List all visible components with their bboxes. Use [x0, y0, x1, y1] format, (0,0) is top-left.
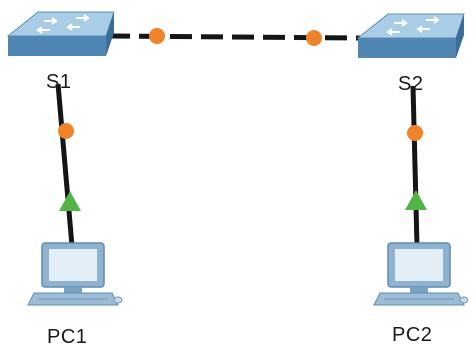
device-label-pc1: PC1: [47, 326, 88, 348]
switch-s2[interactable]: [356, 13, 465, 58]
link-s1-pc1[interactable]: [55, 83, 75, 247]
pc-pc2[interactable]: [373, 242, 469, 306]
switch-icon: [356, 13, 465, 58]
link-light-s1-s2-a: [149, 28, 165, 44]
device-label-s2: S2: [398, 73, 424, 95]
link-light-s1-s2-b: [306, 30, 322, 46]
link-s1-s2[interactable]: [107, 33, 363, 41]
link-light-s1-pc1: [58, 123, 74, 139]
link-s2-pc2[interactable]: [410, 85, 420, 247]
pc-icon: [373, 242, 469, 306]
device-label-pc2: PC2: [392, 324, 433, 346]
pc-icon: [27, 242, 123, 306]
pc-pc1[interactable]: [27, 242, 123, 306]
switch-icon: [6, 11, 115, 56]
switch-s1[interactable]: [6, 11, 115, 56]
link-arrow-pc1: [59, 191, 81, 211]
link-arrow-pc2: [405, 190, 427, 210]
link-light-s2-pc2: [407, 125, 423, 141]
device-label-s1: S1: [46, 71, 72, 93]
